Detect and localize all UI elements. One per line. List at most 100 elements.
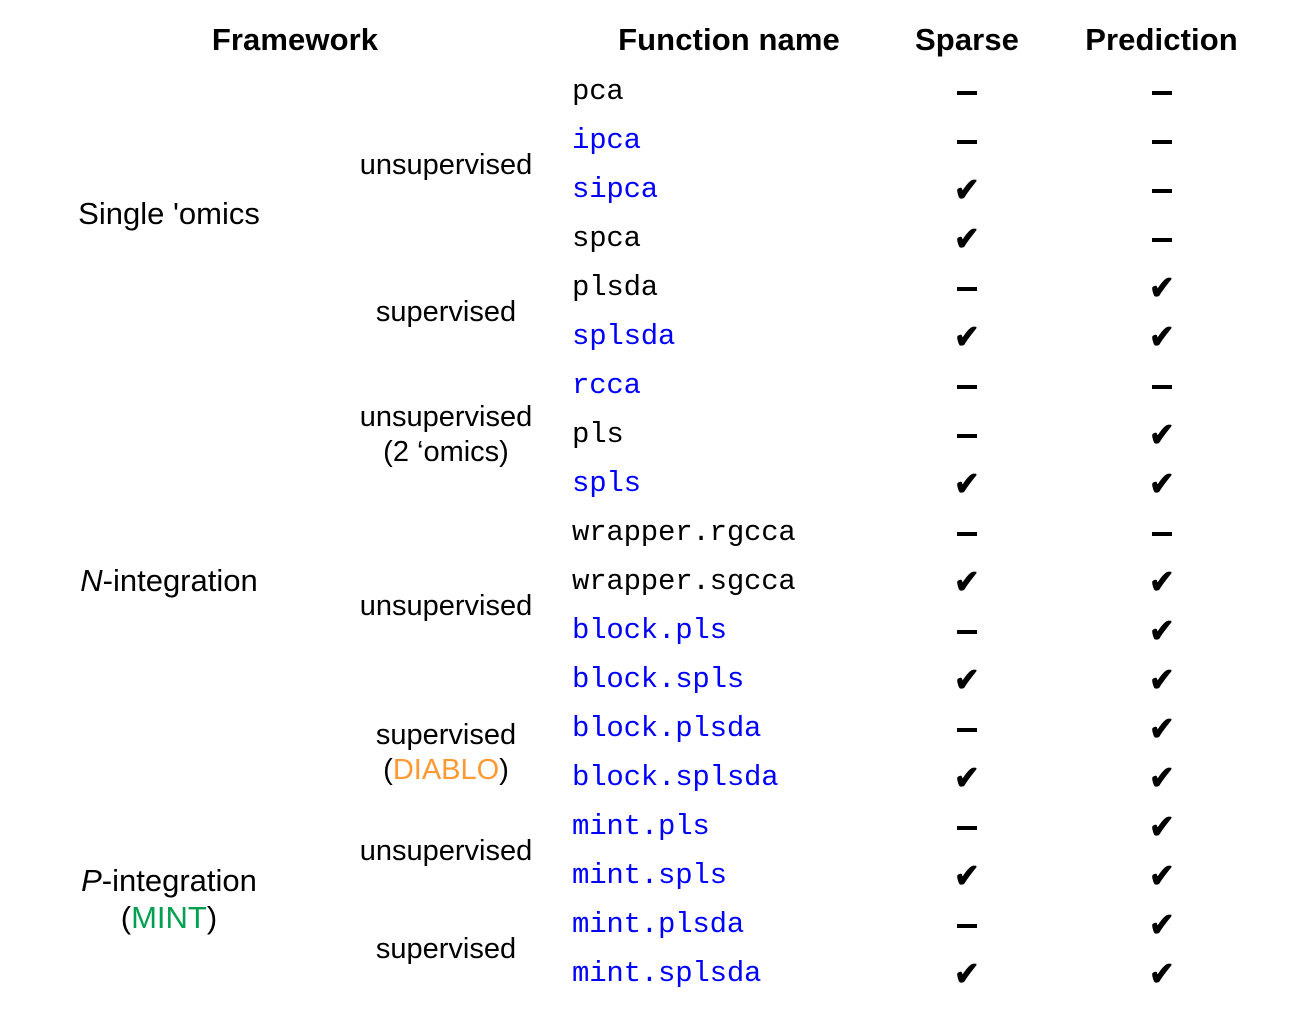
type-sub-name: DIABLO	[392, 754, 500, 786]
function-name-cell: sipca	[572, 165, 886, 214]
dash-icon	[957, 139, 977, 144]
table-row: spls ✔ ✔	[18, 459, 1275, 508]
function-name-cell: block.pls	[572, 606, 886, 655]
header-prediction: Prediction	[1048, 12, 1275, 67]
paren-open: (	[383, 754, 393, 786]
function-name-cell: mint.spls	[572, 851, 886, 900]
dash-icon	[957, 825, 977, 830]
sparse-cell	[886, 410, 1048, 459]
type-cell: supervised	[320, 900, 572, 998]
table-row: splsda✔✔	[18, 312, 1275, 361]
dash-icon	[957, 923, 977, 928]
prediction-cell: ✔	[1048, 949, 1275, 998]
paren-close: )	[206, 900, 218, 935]
sparse-cell: ✔	[886, 851, 1048, 900]
check-icon: ✔	[954, 954, 980, 992]
function-name-cell: block.plsda	[572, 704, 886, 753]
check-icon: ✔	[1148, 709, 1175, 747]
table-row: block.spls ✔ ✔	[18, 655, 1275, 704]
table-row: Single 'omics unsupervised pca	[18, 67, 1275, 361]
check-icon: ✔	[1148, 905, 1175, 943]
dash-icon	[957, 286, 977, 291]
check-icon: ✔	[1148, 464, 1175, 502]
check-icon: ✔	[1148, 954, 1175, 992]
type-label: supervised	[375, 932, 517, 965]
framework-cell: N-integration	[18, 361, 320, 802]
check-icon: ✔	[954, 170, 980, 208]
check-icon: ✔	[954, 562, 980, 600]
framework-italic-prefix: P	[81, 863, 102, 899]
function-name-cell: pls	[572, 410, 886, 459]
type-cell: unsupervised	[320, 508, 572, 704]
dash-icon	[957, 531, 977, 536]
dash-icon	[1151, 531, 1172, 536]
framework-label: Single 'omics	[78, 195, 260, 231]
framework-label: N-integration	[80, 563, 258, 599]
function-name-cell: wrapper.sgcca	[572, 557, 886, 606]
table-row: ipca	[18, 116, 1275, 165]
check-icon: ✔	[1148, 268, 1175, 306]
check-icon: ✔	[954, 464, 980, 502]
sparse-cell: ✔	[886, 459, 1048, 508]
sparse-cell: ✔	[886, 655, 1048, 704]
table-row: spca ✔	[18, 214, 1275, 263]
type-sublabel: (2 ‘omics)	[383, 435, 509, 468]
header-framework: Framework	[18, 12, 572, 67]
type-label: unsupervised	[359, 400, 533, 433]
type-label: unsupervised	[359, 148, 533, 181]
type-cell: unsupervised	[320, 802, 572, 900]
dash-icon	[957, 727, 977, 732]
prediction-cell: ✔	[1048, 851, 1275, 900]
table-row: wrapper.sgcca✔✔	[18, 557, 1275, 606]
sparse-cell	[886, 67, 1048, 116]
check-icon: ✔	[1148, 758, 1175, 796]
sparse-cell	[886, 606, 1048, 655]
function-name-cell: spca	[572, 214, 886, 263]
check-icon: ✔	[1148, 415, 1175, 453]
function-name-cell: pca	[572, 67, 886, 116]
function-name-cell: mint.pls	[572, 802, 886, 851]
sparse-cell: ✔	[886, 214, 1048, 263]
type-cell: supervised	[320, 263, 572, 361]
type-label: supervised	[375, 295, 517, 328]
prediction-cell: ✔	[1048, 606, 1275, 655]
framework-sub-name: MINT	[131, 900, 207, 935]
table-row: mint.spls✔✔	[18, 851, 1275, 900]
dash-icon	[1151, 90, 1172, 95]
mixomics-function-table: Framework Function name Sparse Predictio…	[18, 12, 1275, 998]
sparse-cell	[886, 361, 1048, 410]
type-label: supervised	[375, 719, 517, 752]
check-icon: ✔	[954, 219, 980, 257]
sparse-cell	[886, 802, 1048, 851]
check-icon: ✔	[1148, 317, 1175, 355]
check-icon: ✔	[1148, 660, 1175, 698]
dash-icon	[1151, 384, 1172, 389]
table-row: block.pls ✔	[18, 606, 1275, 655]
sparse-cell: ✔	[886, 165, 1048, 214]
function-name-cell: mint.splsda	[572, 949, 886, 998]
sparse-cell	[886, 704, 1048, 753]
table-header: Framework Function name Sparse Predictio…	[18, 12, 1275, 67]
prediction-cell	[1048, 508, 1275, 557]
framework-cell: Single 'omics	[18, 67, 320, 361]
sparse-cell	[886, 116, 1048, 165]
function-name-cell: ipca	[572, 116, 886, 165]
function-name-cell: block.spls	[572, 655, 886, 704]
prediction-cell: ✔	[1048, 410, 1275, 459]
prediction-cell: ✔	[1048, 655, 1275, 704]
type-label: unsupervised	[359, 589, 533, 622]
header-sparse: Sparse	[886, 12, 1048, 67]
prediction-cell: ✔	[1048, 312, 1275, 361]
function-name-cell: spls	[572, 459, 886, 508]
sparse-cell	[886, 263, 1048, 312]
paren-open: (	[120, 900, 132, 935]
prediction-cell: ✔	[1048, 900, 1275, 949]
sparse-cell: ✔	[886, 753, 1048, 802]
check-icon: ✔	[954, 660, 980, 698]
